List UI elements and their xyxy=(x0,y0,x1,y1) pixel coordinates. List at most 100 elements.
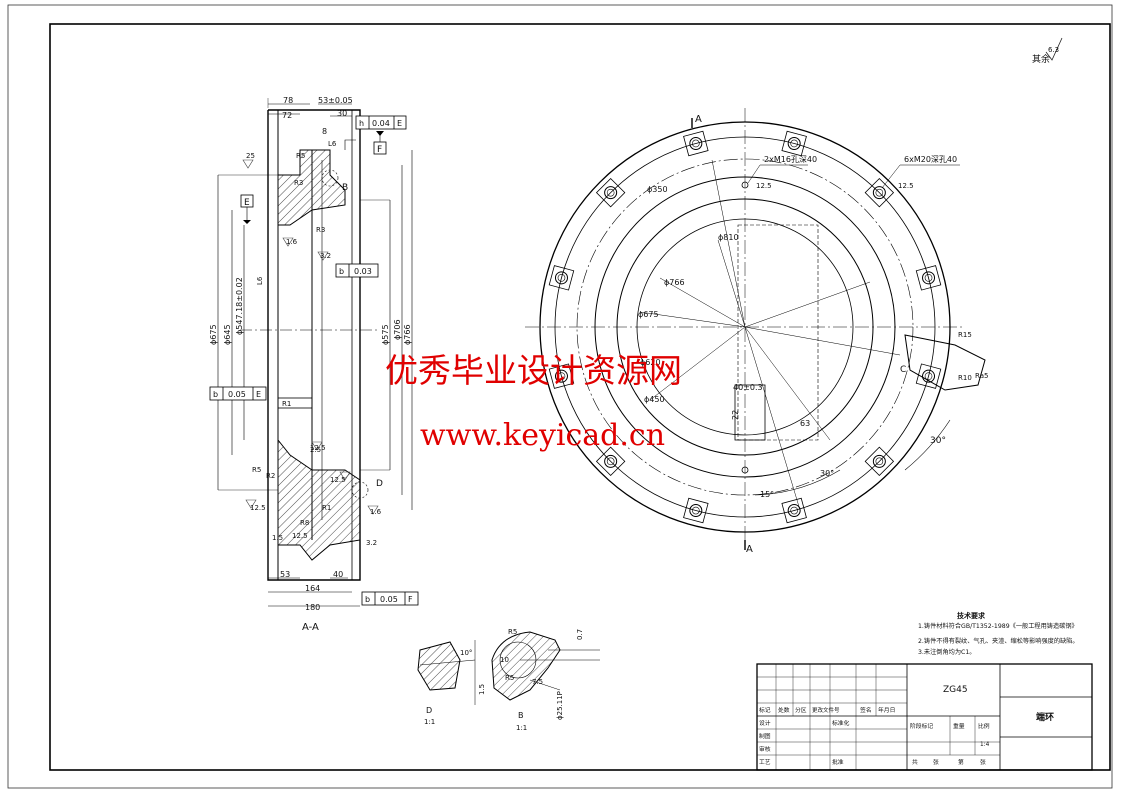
svg-text:工艺: 工艺 xyxy=(759,758,771,766)
svg-text:1.5: 1.5 xyxy=(478,684,486,695)
svg-text:重量: 重量 xyxy=(953,722,965,730)
svg-text:标准化: 标准化 xyxy=(832,719,850,727)
svg-text:ϕ620: ϕ620 xyxy=(640,358,661,367)
section-view xyxy=(217,98,413,607)
svg-text:2.铸件不得有裂纹、气孔、夹渣、缩松等影响强度的缺陷。: 2.铸件不得有裂纹、气孔、夹渣、缩松等影响强度的缺陷。 xyxy=(918,637,1079,645)
section-roughness: 25 1.6 3.2 12.5 12.5 1.6 12.5 12.5 3.2 xyxy=(242,152,382,547)
svg-text:ϕ547.18±0.02: ϕ547.18±0.02 xyxy=(235,277,244,335)
svg-text:审核: 审核 xyxy=(759,745,771,753)
svg-text:R5: R5 xyxy=(252,466,261,474)
svg-text:40±0.3: 40±0.3 xyxy=(733,383,763,392)
svg-text:L6: L6 xyxy=(328,140,337,148)
svg-text:53: 53 xyxy=(280,570,290,579)
svg-text:12.5: 12.5 xyxy=(898,182,914,190)
svg-text:ϕ645: ϕ645 xyxy=(223,324,232,345)
svg-text:ϕ350: ϕ350 xyxy=(647,185,668,194)
svg-text:分区: 分区 xyxy=(795,706,807,714)
surface-note: 其余 6.3 xyxy=(1032,37,1063,65)
svg-text:12.5: 12.5 xyxy=(292,532,308,540)
svg-text:1:1: 1:1 xyxy=(424,718,435,726)
bolt-hole xyxy=(915,363,942,389)
svg-text:张: 张 xyxy=(980,758,986,766)
title-block-text: ZG45 端环 标记 处数 分区 更改文件号 签名 年月日 设计 制图 审核 工… xyxy=(759,685,1054,766)
section-detail-markers: B D xyxy=(342,183,383,489)
svg-text:设计: 设计 xyxy=(759,719,771,727)
svg-text:R8: R8 xyxy=(300,519,309,527)
svg-text:标记: 标记 xyxy=(759,706,771,714)
bolt-hole xyxy=(781,497,807,524)
svg-text:3.2: 3.2 xyxy=(366,539,377,547)
svg-text:0.05: 0.05 xyxy=(228,390,246,399)
svg-text:53±0.05: 53±0.05 xyxy=(318,96,353,105)
svg-text:h: h xyxy=(359,119,364,128)
bolt-hole xyxy=(781,130,807,157)
section-dims-top: 78 72 53±0.05 30 8 xyxy=(282,96,353,136)
svg-text:D: D xyxy=(426,706,432,715)
svg-text:180: 180 xyxy=(305,603,320,612)
svg-text:D: D xyxy=(376,479,383,489)
svg-text:处数: 处数 xyxy=(778,706,790,714)
svg-text:签名: 签名 xyxy=(860,706,872,714)
svg-text:12.5: 12.5 xyxy=(310,444,326,452)
svg-text:b: b xyxy=(213,390,218,399)
svg-text:6.3: 6.3 xyxy=(1048,46,1059,54)
section-hatch-top xyxy=(277,149,346,226)
inner-frame xyxy=(49,23,1111,771)
fcf-bottom: b 0.05 F xyxy=(361,591,419,606)
svg-text:A: A xyxy=(695,114,702,125)
svg-text:78: 78 xyxy=(283,96,293,105)
fcf-mid: b 0.03 xyxy=(335,263,379,278)
svg-text:8: 8 xyxy=(322,127,327,136)
detail-b: R5 10 R5 0.7 7.5 ϕ25.11P B 1:1 xyxy=(491,628,600,732)
svg-text:10: 10 xyxy=(500,656,509,664)
svg-text:ϕ25.11P: ϕ25.11P xyxy=(556,691,564,720)
section-small-labels: L6 L6 R5 R3 R3 R1 R5 2.5 R2 R8 1.5 R1 xyxy=(252,140,337,542)
svg-text:10°: 10° xyxy=(460,649,472,657)
svg-text:0.7: 0.7 xyxy=(576,629,584,640)
svg-text:B: B xyxy=(518,711,524,720)
svg-text:优秀毕业设计资源网: 优秀毕业设计资源网 xyxy=(385,351,682,390)
svg-text:25: 25 xyxy=(246,152,255,160)
svg-text:E: E xyxy=(397,119,402,128)
svg-text:R10: R10 xyxy=(958,374,972,382)
svg-text:R5: R5 xyxy=(296,152,305,160)
svg-text:F: F xyxy=(408,595,413,604)
svg-text:12.5: 12.5 xyxy=(756,182,772,190)
bolt-hole xyxy=(683,130,709,157)
bolt-hole xyxy=(864,446,895,477)
svg-text:共: 共 xyxy=(912,758,918,766)
svg-text:ϕ706: ϕ706 xyxy=(393,319,402,340)
svg-text:1.铸件材料符合GB/T1352-1989《一般工程用铸造碳: 1.铸件材料符合GB/T1352-1989《一般工程用铸造碳钢》 xyxy=(918,622,1078,630)
outer-border xyxy=(7,4,1113,789)
svg-text:R5: R5 xyxy=(508,628,517,636)
section-caption: A-A xyxy=(302,622,319,633)
svg-text:1:1: 1:1 xyxy=(516,724,527,732)
svg-text:B: B xyxy=(342,183,348,193)
bolt-hole xyxy=(548,265,575,291)
svg-text:www.keyicad.cn: www.keyicad.cn xyxy=(420,418,665,453)
svg-text:比例: 比例 xyxy=(978,722,990,730)
svg-text:R1: R1 xyxy=(282,400,291,408)
bolt-hole xyxy=(595,446,626,477)
svg-text:30: 30 xyxy=(337,109,347,118)
section-hatch-bottom xyxy=(277,438,361,561)
svg-text:12.5: 12.5 xyxy=(330,476,346,484)
detail-d: 10° 1.5 D 1:1 xyxy=(417,640,486,726)
svg-text:A: A xyxy=(746,544,753,555)
svg-text:阶段标记: 阶段标记 xyxy=(910,722,933,730)
svg-text:b: b xyxy=(365,595,370,604)
svg-text:15°: 15° xyxy=(760,490,774,499)
svg-text:0.03: 0.03 xyxy=(354,267,372,276)
plan-view xyxy=(525,108,986,550)
svg-text:0.04: 0.04 xyxy=(372,119,390,128)
svg-text:R3: R3 xyxy=(316,226,325,234)
svg-text:L6: L6 xyxy=(256,276,264,285)
svg-text:3.未注倒角均为C1。: 3.未注倒角均为C1。 xyxy=(918,648,975,656)
svg-text:年月日: 年月日 xyxy=(878,706,895,714)
svg-text:R1: R1 xyxy=(322,504,331,512)
fcf-left: b 0.05 E xyxy=(209,386,267,401)
svg-text:ϕ766: ϕ766 xyxy=(403,324,412,345)
svg-text:C: C xyxy=(900,365,906,375)
svg-text:R15: R15 xyxy=(958,331,972,339)
fcf-top: h 0.04 E xyxy=(355,115,407,130)
